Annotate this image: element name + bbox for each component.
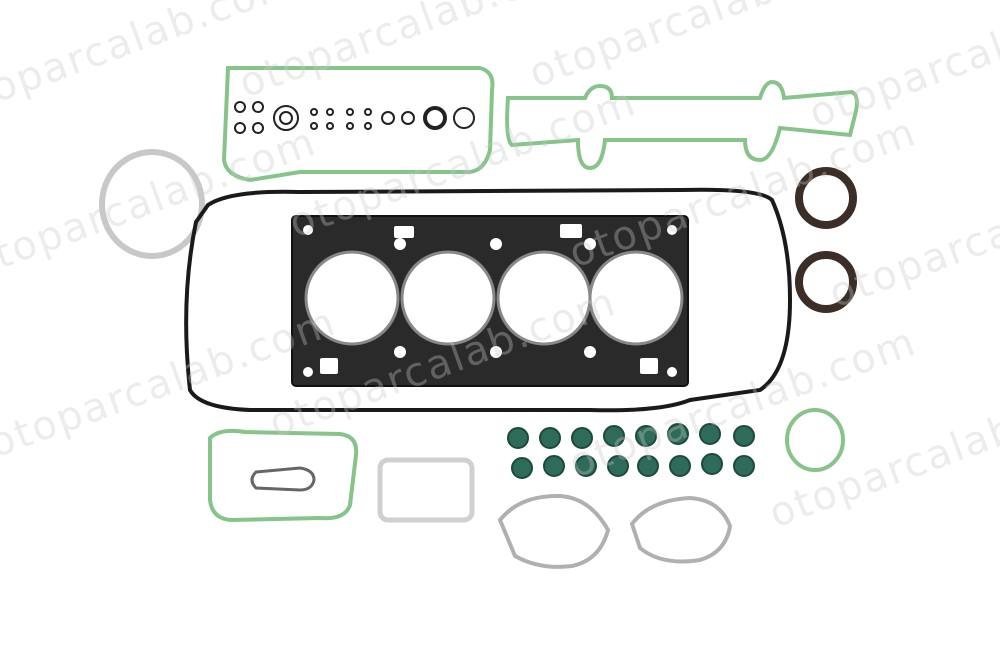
exhaust-ring: [99, 149, 205, 259]
exhaust-flange-left: [497, 493, 611, 569]
head-gasket: [291, 215, 689, 387]
crank-seal-top: [795, 167, 857, 229]
small-flange-gasket: [250, 466, 316, 492]
green-valve-cover-gasket: [221, 66, 495, 183]
green-turbo-gasket: [208, 428, 359, 523]
o-rings-set: [234, 101, 475, 134]
valve-stem-seals: [507, 423, 755, 479]
rocker-cover-gasket: [184, 187, 793, 413]
crank-seal-bottom: [795, 251, 857, 313]
green-intake-gasket: [505, 79, 859, 171]
oil-cooler-gasket: [377, 457, 475, 523]
exhaust-flange-right: [629, 495, 733, 564]
green-ring-gasket: [785, 408, 845, 472]
